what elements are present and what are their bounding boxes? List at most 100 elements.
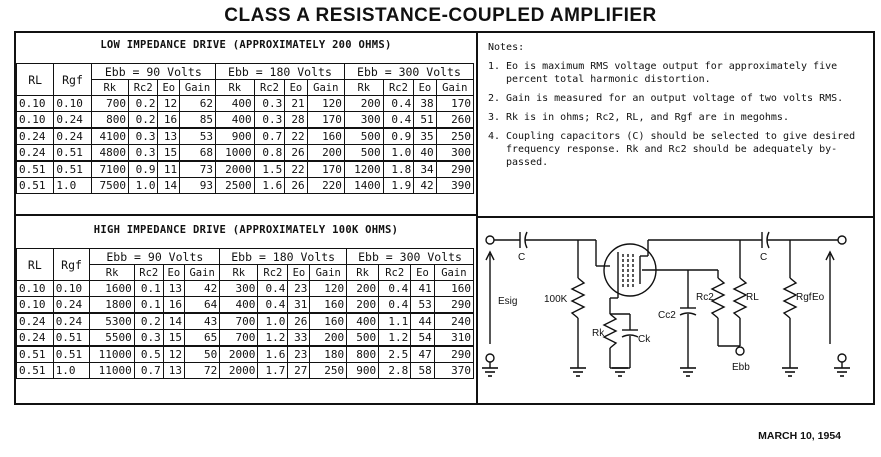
table-cell: 38 xyxy=(413,95,437,112)
rl-header: RL xyxy=(16,248,54,281)
table-cell: 72 xyxy=(183,362,221,379)
table-cell: 2000 xyxy=(214,160,255,178)
table-cell: 310 xyxy=(433,329,475,347)
table-cell: 44 xyxy=(410,312,435,330)
table-cell: 1.0 xyxy=(127,177,159,194)
table-cell: 250 xyxy=(309,362,348,379)
table-cell: 700 xyxy=(219,329,259,347)
ebb-group-header: Ebb = 180 Volts xyxy=(219,248,348,265)
table-cell: 2.5 xyxy=(378,345,412,363)
table-cell: 26 xyxy=(287,312,311,330)
table-cell: 260 xyxy=(435,111,475,129)
ebb-group-header: Ebb = 90 Volts xyxy=(90,63,216,80)
cc2-label: Cc2 xyxy=(658,310,676,321)
table-cell: 0.4 xyxy=(378,280,412,297)
table-cell: 50 xyxy=(183,345,221,363)
table-cell: 400 xyxy=(214,95,255,112)
table-cell: 900 xyxy=(346,362,380,379)
table-cell: 0.3 xyxy=(127,127,159,145)
table-cell: 200 xyxy=(346,296,380,314)
table-cell: 0.1 xyxy=(133,296,164,314)
column-header: Gain xyxy=(435,79,475,96)
table-cell: 0.2 xyxy=(133,312,164,330)
table-cell: 200 xyxy=(309,329,348,347)
table-cell: 2500 xyxy=(214,177,255,194)
table-cell: 0.3 xyxy=(127,144,159,162)
note-number: 2. xyxy=(488,93,501,104)
ebb-group-header: Ebb = 300 Volts xyxy=(343,63,475,80)
column-header: Rc2 xyxy=(127,79,159,96)
table-cell: 85 xyxy=(179,111,216,129)
table-cell: 13 xyxy=(162,362,186,379)
table-cell: 34 xyxy=(413,160,437,178)
table-cell: 400 xyxy=(346,312,380,330)
table-cell: 200 xyxy=(343,95,384,112)
rl-label: RL xyxy=(746,292,759,303)
table-cell: 700 xyxy=(90,95,129,112)
table-cell: 160 xyxy=(309,312,348,330)
column-header: Gain xyxy=(309,264,348,281)
coupling-cap-label-in: C xyxy=(518,252,525,263)
table-cell: 390 xyxy=(435,177,475,194)
table-cell: 1.1 xyxy=(378,312,412,330)
table-cell: 290 xyxy=(435,160,475,178)
column-header: Rc2 xyxy=(382,79,415,96)
rgf-label: Rgf xyxy=(796,292,812,303)
table-cell: 1000 xyxy=(214,144,255,162)
table-cell: 0.51 xyxy=(53,144,92,162)
table-cell: 4800 xyxy=(90,144,129,162)
table-cell: 0.24 xyxy=(53,111,92,129)
table-cell: 40 xyxy=(413,144,437,162)
table-cell: 700 xyxy=(219,312,259,330)
publication-date: MARCH 10, 1954 xyxy=(758,430,841,442)
table-cell: 73 xyxy=(179,160,216,178)
table-cell: 0.1 xyxy=(133,280,164,297)
table-cell: 1.2 xyxy=(378,329,412,347)
table-cell: 370 xyxy=(433,362,475,379)
high-impedance-caption: HIGH IMPEDANCE DRIVE (APPROXIMATELY 100K… xyxy=(93,224,399,236)
table-cell: 1200 xyxy=(343,160,384,178)
table-cell: 0.7 xyxy=(253,127,286,145)
table-cell: 14 xyxy=(157,177,181,194)
table-cell: 5300 xyxy=(89,312,135,330)
table-cell: 0.51 xyxy=(16,345,54,363)
table-cell: 0.10 xyxy=(15,95,55,112)
table-cell: 0.3 xyxy=(133,329,164,347)
note-text: Rk is in ohms; Rc2, RL, and Rgf are in m… xyxy=(506,112,789,123)
table-cell: 51 xyxy=(413,111,437,129)
table-cell: 16 xyxy=(157,111,181,129)
column-header: Rk xyxy=(90,79,129,96)
table-cell: 0.9 xyxy=(127,160,159,178)
table-cell: 42 xyxy=(183,280,221,297)
table-cell: 54 xyxy=(410,329,435,347)
table-cell: 160 xyxy=(309,296,348,314)
table-cell: 0.24 xyxy=(53,127,92,145)
table-cell: 13 xyxy=(157,127,181,145)
table-cell: 300 xyxy=(219,280,259,297)
table-cell: 64 xyxy=(183,296,221,314)
note-item: 1.Eo is maximum RMS voltage output for a… xyxy=(488,60,868,86)
table-cell: 160 xyxy=(306,127,345,145)
table-cell: 23 xyxy=(287,280,311,297)
table-cell: 47 xyxy=(410,345,435,363)
table-cell: 0.4 xyxy=(257,280,289,297)
table-cell: 290 xyxy=(433,296,475,314)
table-cell: 400 xyxy=(214,111,255,129)
table-cell: 0.7 xyxy=(133,362,164,379)
table-cell: 53 xyxy=(179,127,216,145)
note-number: 4. xyxy=(488,131,501,142)
table-cell: 160 xyxy=(433,280,475,297)
table-cell: 200 xyxy=(346,280,380,297)
table-cell: 26 xyxy=(284,144,308,162)
table-cell: 62 xyxy=(179,95,216,112)
table-cell: 400 xyxy=(219,296,259,314)
column-header: Rk xyxy=(219,264,259,281)
column-header: Eo xyxy=(287,264,311,281)
table-cell: 170 xyxy=(435,95,475,112)
table-cell: 14 xyxy=(162,312,186,330)
table-cell: 11 xyxy=(157,160,181,178)
table-cell: 170 xyxy=(306,160,345,178)
